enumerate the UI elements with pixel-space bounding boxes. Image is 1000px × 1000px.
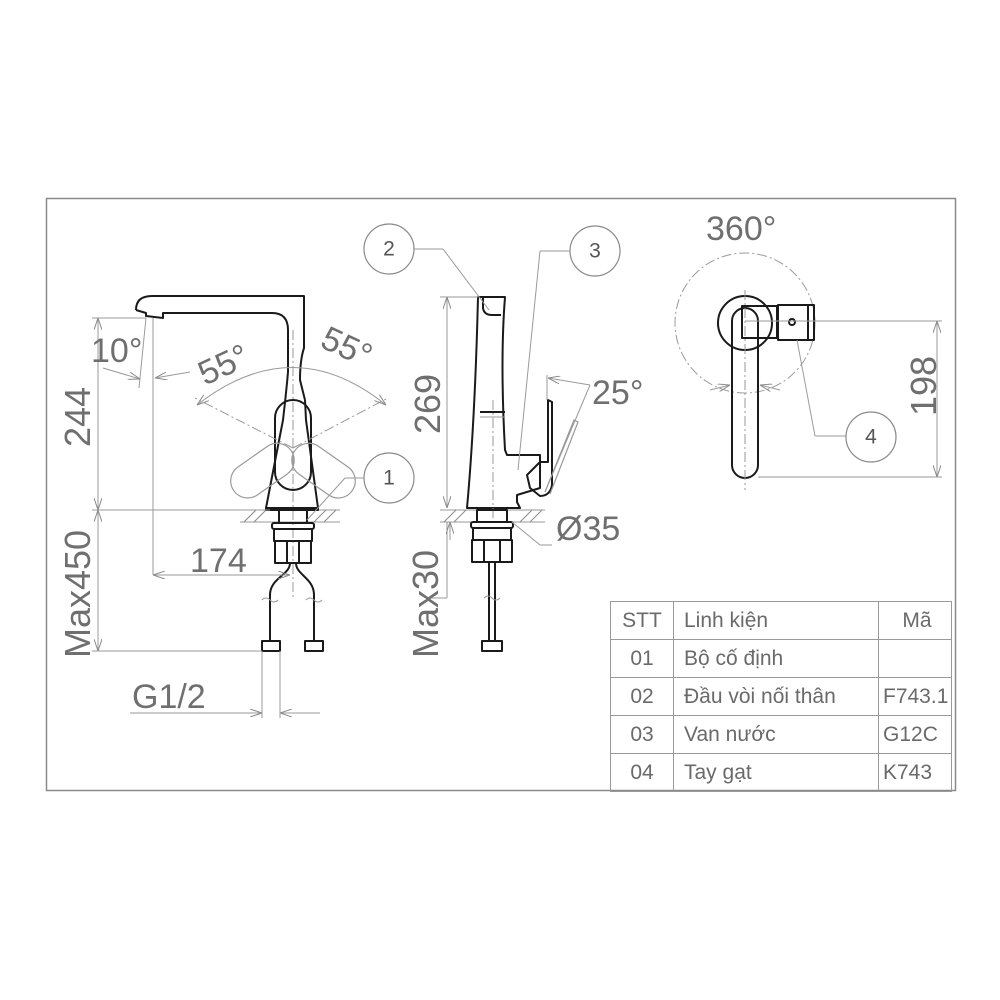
cell-part: Tay gạt xyxy=(673,753,879,792)
top-view: 360° 198 4 xyxy=(674,210,944,490)
callout-2: 2 xyxy=(383,238,395,261)
cell-stt: 02 xyxy=(610,677,674,716)
dim-pipe-length: Max450 xyxy=(57,530,98,658)
cell-part: Bộ cố định xyxy=(673,639,879,678)
dim-handle-left: 55° xyxy=(192,337,255,393)
side-handle xyxy=(526,399,553,497)
cell-stt: 03 xyxy=(610,715,674,754)
dim-counter-thickness: Max30 xyxy=(405,550,446,658)
header-stt: STT xyxy=(610,601,674,640)
dim-spout-reach: 174 xyxy=(190,542,247,580)
table-row: 03 Van nước G12C xyxy=(610,715,952,754)
dim-spout-tilt: 10° xyxy=(91,332,142,370)
cell-code: G12C xyxy=(878,715,952,754)
header-code: Mã xyxy=(878,601,952,640)
header-part: Linh kiện xyxy=(673,601,879,640)
dim-hole-diameter: Ø35 xyxy=(556,510,620,548)
dim-height-side: 269 xyxy=(407,374,448,434)
dim-depth: 198 xyxy=(903,356,944,416)
front-view: 10° 55° 55° 244 Max450 174 G1/2 1 xyxy=(57,295,415,718)
parts-table: STT Linh kiện Mã 01 Bộ cố định 02 Đầu vò… xyxy=(610,601,952,792)
drawing-frame xyxy=(45,197,957,792)
table-row: 01 Bộ cố định xyxy=(610,639,952,678)
table-row: 04 Tay gạt K743 xyxy=(610,753,952,792)
cell-stt: 01 xyxy=(610,639,674,678)
dim-handle-right: 55° xyxy=(315,319,378,375)
callout-1: 1 xyxy=(383,467,395,490)
cell-code: K743 xyxy=(878,753,952,792)
side-body xyxy=(466,296,541,509)
cell-stt: 04 xyxy=(610,753,674,792)
cell-code: F743.1 xyxy=(878,677,952,716)
side-view: 269 25° Ø35 Max30 2 3 xyxy=(363,223,643,658)
table-header-row: STT Linh kiện Mã xyxy=(610,601,952,640)
dim-height-front: 244 xyxy=(57,387,98,447)
dim-handle-tilt: 25° xyxy=(592,374,643,412)
cell-part: Van nước xyxy=(673,715,879,754)
cell-code xyxy=(878,639,952,678)
dim-thread: G1/2 xyxy=(132,678,206,716)
faucet-spout xyxy=(135,295,306,401)
table-row: 02 Đầu vòi nối thân F743.1 xyxy=(610,677,952,716)
cell-part: Đầu vòi nối thân xyxy=(673,677,879,716)
dim-rotation: 360° xyxy=(706,210,776,248)
callout-4: 4 xyxy=(865,426,877,449)
callout-3: 3 xyxy=(589,240,601,263)
